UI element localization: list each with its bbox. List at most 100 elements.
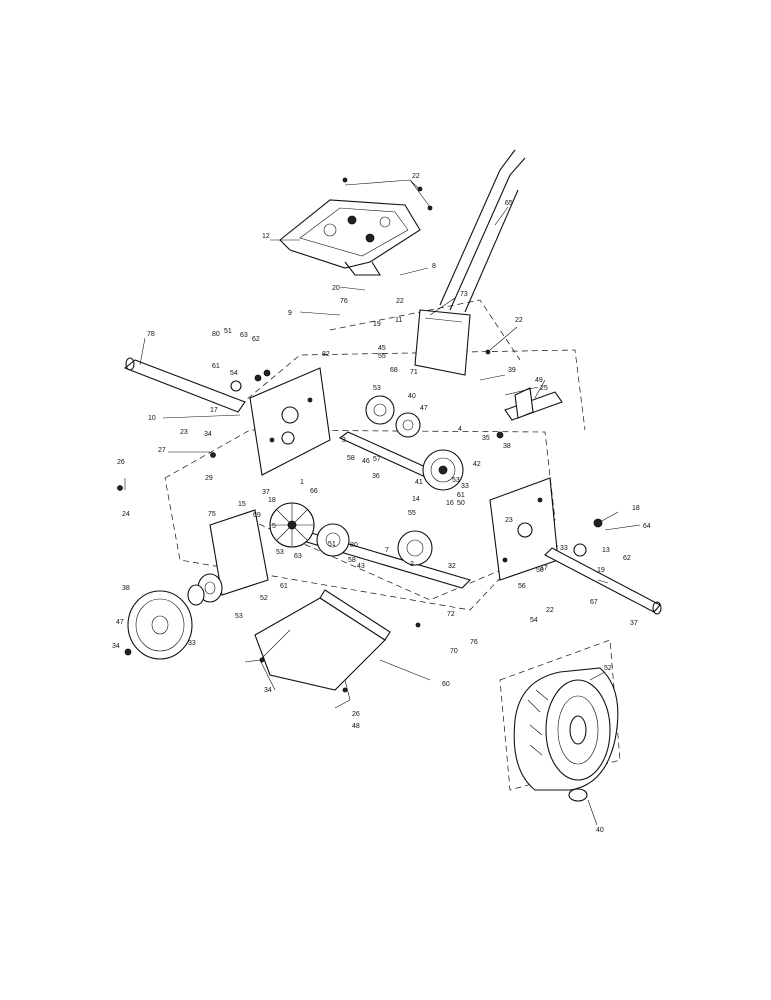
callout-number: 49 xyxy=(535,377,543,384)
right-axle-shaft xyxy=(544,547,662,615)
callout-number: 55 xyxy=(408,510,416,517)
callout-number: 63 xyxy=(240,332,248,339)
callout-number: 61 xyxy=(212,363,220,370)
callout-number: 43 xyxy=(357,563,365,570)
callout-number: 62 xyxy=(252,336,260,343)
callout-number: 40 xyxy=(408,393,416,400)
bracket-plate xyxy=(414,309,471,376)
friction-disc xyxy=(269,502,315,548)
callout-number: 34 xyxy=(204,431,212,438)
callout-number: 64 xyxy=(643,523,651,530)
callout-number: 70 xyxy=(450,648,458,655)
callout-number: 22 xyxy=(396,298,404,305)
callout-number: 57 xyxy=(373,456,381,463)
left-axle-shaft xyxy=(123,357,246,413)
callout-number: 5 xyxy=(272,523,276,530)
callout-number: 51 xyxy=(328,541,336,548)
callout-number: 2 xyxy=(410,561,414,568)
left-lower-bracket xyxy=(209,509,269,596)
callout-number: 32 xyxy=(448,563,456,570)
callout-number: 77 xyxy=(0,0,8,2)
callout-number: 17 xyxy=(210,407,218,414)
callout-number: 56 xyxy=(518,583,526,590)
callout-number: 80 xyxy=(350,542,358,549)
left-side-plate xyxy=(249,367,331,476)
callout-number: 4 xyxy=(458,426,462,433)
callout-number: 38 xyxy=(122,585,130,592)
callout-number: 37 xyxy=(262,489,270,496)
callout-number: 71 xyxy=(410,369,418,376)
callout-number: 11 xyxy=(395,317,402,324)
callout-number: 16 xyxy=(446,500,454,507)
callout-number: 25 xyxy=(540,385,548,392)
callout-number: 38 xyxy=(503,443,511,450)
callout-number: 23 xyxy=(505,517,513,524)
callout-number: 52 xyxy=(260,595,268,602)
callout-number: 22 xyxy=(0,0,8,2)
hub-flange xyxy=(187,573,223,606)
callout-number: 53 xyxy=(373,385,381,392)
callout-number: 10 xyxy=(148,415,156,422)
callout-number: 18 xyxy=(632,505,640,512)
callout-number: 53 xyxy=(276,549,284,556)
callout-number: 37 xyxy=(630,620,638,627)
hardware-bits xyxy=(117,177,603,693)
callout-number: 61 xyxy=(457,492,465,499)
callout-number: 62 xyxy=(623,555,631,562)
callout-number: 67 xyxy=(590,599,598,606)
callout-number: 22 xyxy=(546,607,554,614)
callout-number: 22 xyxy=(412,173,420,180)
callout-number: 9 xyxy=(288,310,292,317)
callout-number: 41 xyxy=(415,479,423,486)
callout-number: 8 xyxy=(432,263,436,270)
callout-number: 33 xyxy=(188,640,196,647)
callout-number: 52 xyxy=(604,665,612,672)
callout-number: 47 xyxy=(420,405,428,412)
callout-number: 72 xyxy=(447,611,455,618)
callout-number: 54 xyxy=(230,370,238,377)
callout-number: 22 xyxy=(515,317,523,324)
callout-number: 26 xyxy=(352,711,360,718)
right-side-plate xyxy=(489,477,559,581)
callout-number: 53 xyxy=(452,477,460,484)
callout-number: 18 xyxy=(268,497,276,504)
callout-number: 22 xyxy=(0,0,8,2)
callout-number: 74 xyxy=(0,0,8,2)
callout-number: 1 xyxy=(300,479,304,486)
callout-number: 45 xyxy=(378,345,386,352)
callout-number: 40 xyxy=(596,827,604,834)
callout-number: 3 xyxy=(342,437,346,444)
callout-number: 80 xyxy=(212,331,220,338)
callout-number: 79 xyxy=(0,0,8,2)
callout-number: 75 xyxy=(208,511,216,518)
snap-ring xyxy=(568,788,588,802)
sprocket-gears xyxy=(316,395,464,566)
callout-number: 13 xyxy=(602,547,610,554)
callout-number: 50 xyxy=(457,500,465,507)
callout-number: 63 xyxy=(294,553,302,560)
callout-number: 24 xyxy=(122,511,130,518)
callout-number: 51 xyxy=(224,328,232,335)
callout-number: 78 xyxy=(147,331,155,338)
handle-rods xyxy=(439,149,526,313)
leader-lines xyxy=(124,179,641,826)
callout-number: 22 xyxy=(0,0,8,2)
callout-number: 19 xyxy=(373,321,381,328)
callout-number: 68 xyxy=(390,367,398,374)
callout-number: 29 xyxy=(205,475,213,482)
callout-number: 82 xyxy=(322,351,330,358)
callout-number: 76 xyxy=(340,298,348,305)
callout-number: 33 xyxy=(560,545,568,552)
callout-number: 55 xyxy=(378,353,386,360)
callout-number: 66 xyxy=(310,488,318,495)
callout-number: 19 xyxy=(597,567,605,574)
callout-number: 76 xyxy=(470,639,478,646)
callout-number: 36 xyxy=(372,473,380,480)
callout-number: 46 xyxy=(362,458,370,465)
callout-number: 58 xyxy=(348,557,356,564)
callout-number: 20 xyxy=(332,285,340,292)
callout-number: 14 xyxy=(412,496,420,503)
callout-number: 42 xyxy=(473,461,481,468)
